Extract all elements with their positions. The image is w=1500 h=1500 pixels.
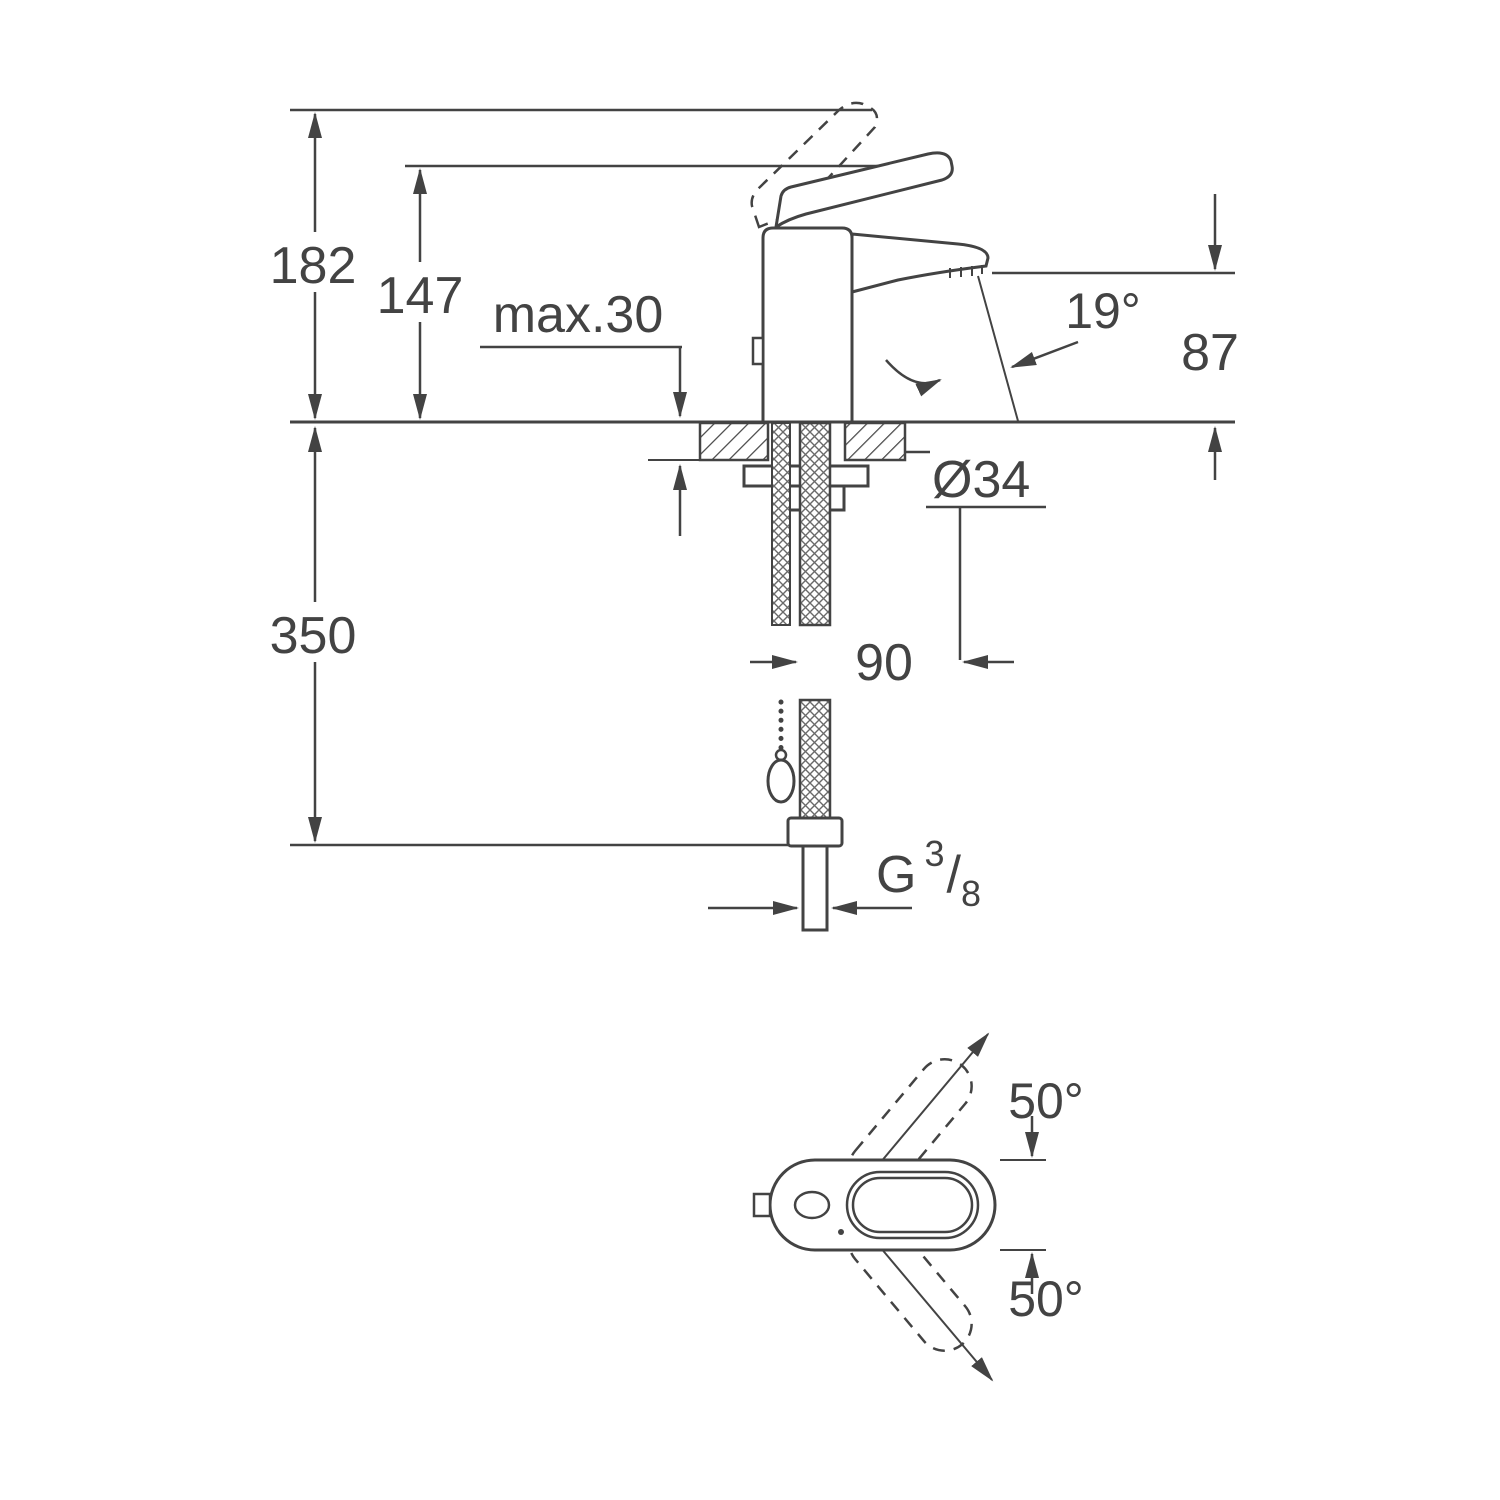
dimension-max-deck-thickness: max.30 (480, 286, 700, 536)
aerator-detail (949, 265, 983, 278)
plan-limiter-button (752, 1192, 772, 1218)
lever-swivel-upper-dashed-group (847, 1058, 973, 1197)
faucet-body (761, 226, 854, 424)
chain-pull-weight (766, 758, 796, 804)
dim-label-hole-diameter: Ø34 (932, 451, 1030, 509)
lever-raised-dashed-outline (750, 101, 879, 229)
swivel-arc-arrow (885, 359, 942, 397)
faucet-front-view (750, 101, 990, 424)
dimension-supply-hose-length: 350 (270, 426, 357, 843)
hose-connection-nut (786, 816, 844, 848)
dim-label-hose-spacing: 90 (855, 634, 913, 692)
plan-spout-opening (793, 1190, 831, 1220)
dim-label-overall-height: 182 (270, 237, 357, 295)
hose-end-tube (801, 844, 829, 932)
plan-lever-grip (851, 1176, 974, 1234)
plan-lever-outer (845, 1170, 980, 1240)
dimension-spout-height: 87 (1181, 194, 1239, 480)
leader-line-spout-angle (1010, 340, 1079, 369)
thread-numerator: 3 (924, 833, 944, 874)
lever-handle (773, 151, 954, 231)
thread-g: G (876, 846, 916, 904)
supply-hose-upper (798, 421, 832, 627)
dim-label-spout-height: 87 (1181, 324, 1239, 382)
dimension-hose-spacing: 90 (750, 634, 1014, 692)
temperature-limiter-button (751, 336, 765, 366)
lever-swivel-upper-dashed (847, 1058, 973, 1197)
thread-denominator: 8 (961, 873, 981, 914)
dim-label-supply-hose-length: 350 (270, 607, 357, 665)
dim-label-spout-angle: 19° (1065, 283, 1141, 339)
pop-up-rod (771, 422, 791, 626)
plan-view: 50° 50° (752, 1032, 1084, 1382)
countertop-hatched-left (698, 421, 770, 462)
dim-label-lever-height: 147 (377, 267, 464, 325)
dim-label-swivel-upper: 50° (1008, 1073, 1084, 1129)
dimension-spout-angle: 19° (885, 275, 1141, 422)
lever-swivel-lower-dashed-group (847, 1213, 973, 1352)
dim-label-max-deck-thickness: max.30 (493, 286, 664, 344)
water-stream-angle-line (977, 275, 1019, 422)
swivel-line-upper (879, 1032, 990, 1164)
faucet-spout (850, 232, 990, 294)
swivel-line-lower (879, 1246, 994, 1382)
mounting-assembly (698, 421, 907, 932)
plan-detail-dot (838, 1229, 844, 1235)
lever-swivel-lower-dashed (847, 1213, 973, 1352)
dimension-overall-height: 182 (270, 112, 357, 420)
dimension-lever-height: 147 (377, 168, 464, 420)
thread-slash: / (946, 846, 961, 904)
countertop-hatched-right (843, 421, 907, 462)
supply-hose-lower (798, 698, 832, 820)
dim-label-swivel-lower: 50° (1008, 1271, 1084, 1327)
plan-body-outline (768, 1158, 997, 1252)
